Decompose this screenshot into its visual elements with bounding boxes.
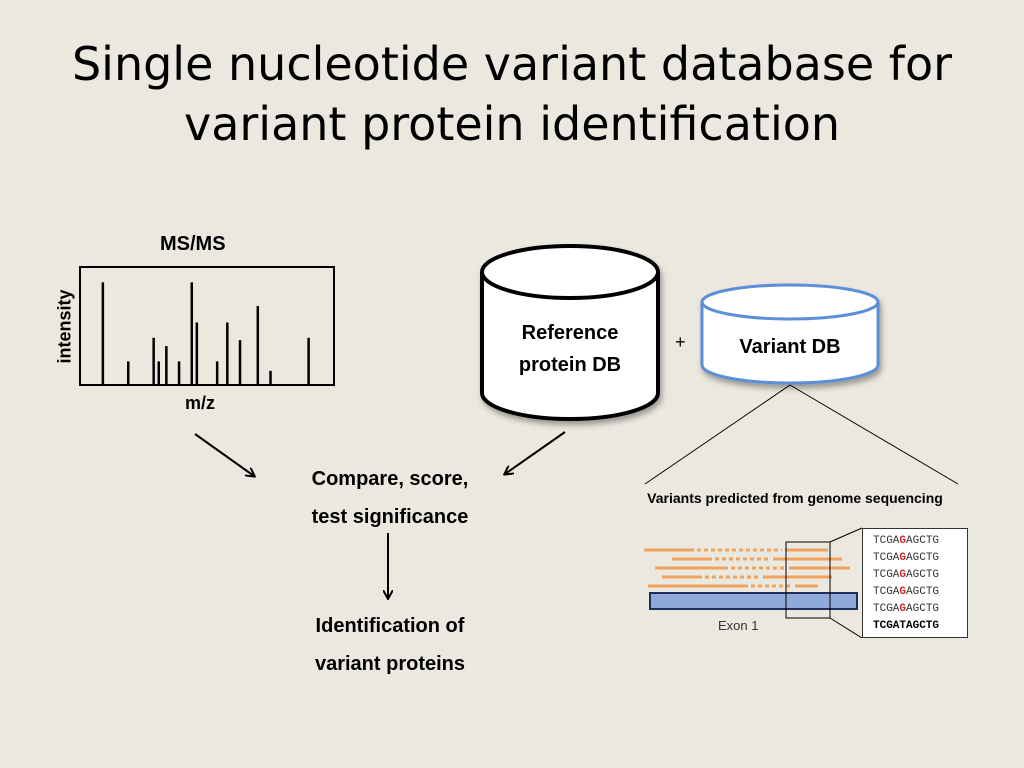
- zoom-connector-bottom: [829, 617, 863, 639]
- msms-peaks: [101, 282, 310, 385]
- title-line-1: Single nucleotide variant database for: [71, 37, 953, 91]
- result-label: Identification of variant proteins: [268, 607, 512, 683]
- msms-x-axis-label: m/z: [185, 393, 216, 413]
- zoom-line-left: [644, 384, 791, 485]
- sequence-prefix: TCGA: [873, 569, 900, 581]
- mutant-base: G: [899, 569, 907, 581]
- arrow-refdb-to-compare: [505, 431, 566, 474]
- reference-db-label: Reference protein DB: [490, 317, 650, 381]
- sequence-row: TCGAGAGCTG: [863, 584, 967, 601]
- compare-step-line-2: test significance: [311, 506, 469, 528]
- title-line-2: variant protein identification: [183, 97, 841, 151]
- variant-db-cylinder: [700, 283, 880, 385]
- exon-bar: [649, 592, 858, 610]
- sequence-suffix: AGCTG: [906, 586, 940, 598]
- arrow-msms-to-compare: [194, 433, 254, 476]
- sequence-prefix: TCGA: [873, 535, 900, 547]
- result-line-2: variant proteins: [314, 653, 466, 675]
- reference-db-label-line-1: Reference: [521, 322, 619, 344]
- sequencing-reads: [644, 548, 850, 588]
- msms-title: MS/MS: [160, 233, 226, 255]
- mutant-base: G: [899, 603, 907, 615]
- slide-title: Single nucleotide variant database for v…: [0, 34, 1024, 154]
- read-zoom-box: [785, 541, 831, 619]
- sequence-row: TCGAGAGCTG: [863, 550, 967, 567]
- sequence-prefix: TCGA: [873, 603, 900, 615]
- sequence-prefix: TCGA: [873, 586, 900, 598]
- reference-sequence-row: TCGATAGCTG: [873, 620, 940, 632]
- sequence-row: TCGAGAGCTG: [863, 601, 967, 618]
- exon-label: Exon 1: [718, 618, 759, 633]
- sequence-suffix: AGCTG: [906, 552, 940, 564]
- msms-y-axis-label: intensity: [54, 289, 75, 364]
- sequence-suffix: AGCTG: [906, 535, 940, 547]
- variants-caption: Variants predicted from genome sequencin…: [647, 490, 943, 506]
- zoom-connector-top: [829, 527, 863, 543]
- sequence-row: TCGAGAGCTG: [863, 533, 967, 550]
- msms-spectrum-frame: [79, 266, 335, 386]
- sequence-suffix: AGCTG: [906, 603, 940, 615]
- variant-db-label: Variant DB: [739, 336, 841, 358]
- sequence-row: TCGAGAGCTG: [863, 567, 967, 584]
- plus-sign: +: [675, 332, 686, 352]
- zoom-line-right: [789, 384, 959, 485]
- mutant-base: G: [899, 552, 907, 564]
- compare-step-line-1: Compare, score,: [311, 468, 469, 490]
- sequence-suffix: AGCTG: [906, 569, 940, 581]
- reference-db-cylinder: [480, 244, 660, 421]
- result-line-1: Identification of: [315, 615, 465, 637]
- sequence-prefix: TCGA: [873, 552, 900, 564]
- reference-db-label-line-2: protein DB: [518, 354, 622, 376]
- mutant-base: G: [899, 586, 907, 598]
- compare-step-label: Compare, score, test significance: [268, 460, 512, 536]
- mutant-base: G: [899, 535, 907, 547]
- sequence-alignment-box: TCGAGAGCTG TCGAGAGCTG TCGAGAGCTG TCGAGAG…: [862, 528, 968, 638]
